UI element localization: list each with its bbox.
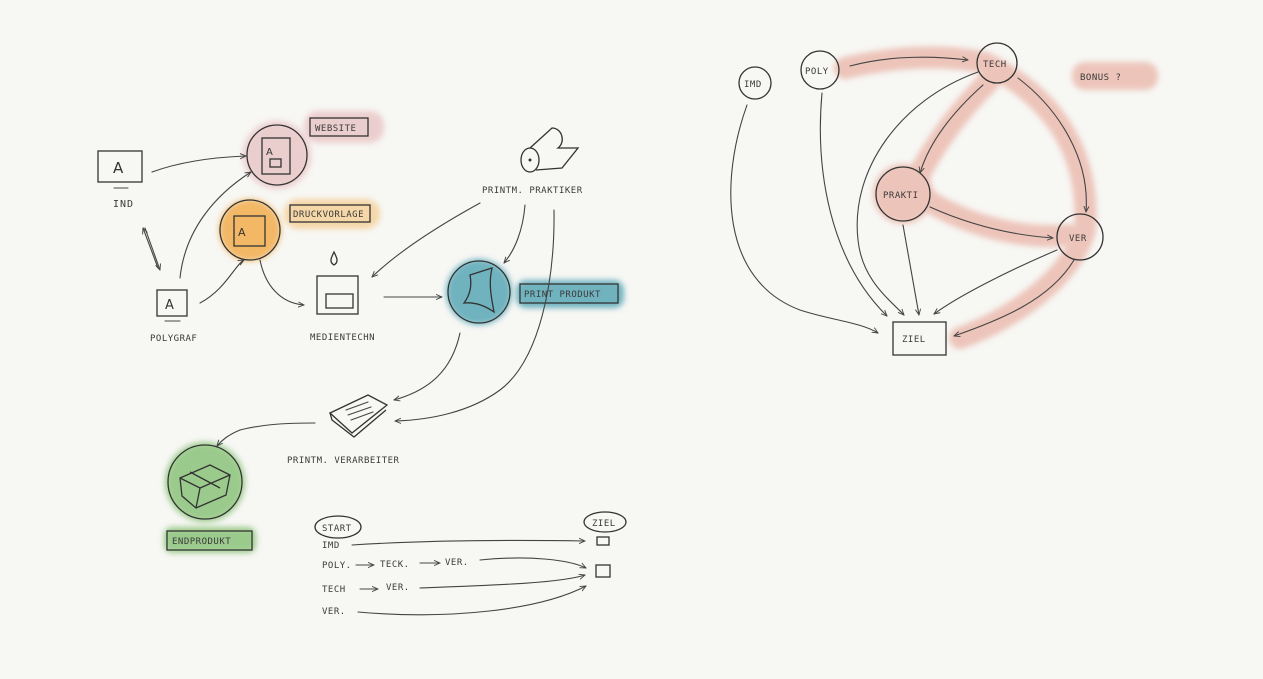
node-label: POLY (805, 67, 829, 77)
path-step: TECH (322, 585, 346, 595)
arrow-praktiker-printprodukt (504, 204, 526, 263)
path-row-4: VER. (322, 585, 586, 617)
node-label: IMD (744, 80, 762, 90)
arrow-prakti-ver (929, 206, 1053, 238)
path-list: START ZIEL IMD POLY. TECK. VER. TECH VER… (314, 511, 627, 617)
arrow-ver-ziel (934, 249, 1058, 314)
druckvorlage-label: DRUCKVORLAGE (293, 210, 364, 220)
ind-label: IND (113, 199, 134, 210)
path-step: TECK. (380, 560, 410, 570)
printprodukt-label: PRINT PRODUKT (524, 290, 601, 300)
node-ziel: ZIEL (892, 321, 947, 356)
druckvorlage-node: A DRUCKVORLAGE (219, 199, 371, 261)
node-poly: POLY (800, 50, 840, 90)
path-step: VER. (386, 583, 410, 593)
polygraf-label: POLYGRAF (150, 334, 197, 344)
ind-node: A IND (97, 150, 143, 210)
paper-roll-icon (520, 127, 580, 173)
path-step: VER. (322, 607, 346, 617)
medientechn-node: MEDIENTECHN (310, 250, 375, 343)
polygraf-node: A POLYGRAF (150, 289, 197, 344)
start-label: START (322, 524, 352, 534)
node-imd: IMD (738, 66, 772, 100)
medientechn-label: MEDIENTECHN (310, 333, 375, 343)
endprodukt-label: ENDPRODUKT (172, 537, 231, 547)
arrow-tech-ver (1017, 77, 1086, 212)
arrow-praktiker-medientechn (372, 202, 481, 277)
monitor-glyph: A (165, 298, 174, 313)
package-icon (179, 464, 231, 509)
printprodukt-node: PRINT PRODUKT (447, 260, 619, 324)
arrow-poly-ziel (819, 92, 887, 316)
node-prakti: PRAKTI (875, 166, 931, 222)
arrow-polygraf-ind (143, 228, 159, 269)
node-label: VER (1069, 234, 1087, 244)
monitor-icon (97, 150, 143, 183)
monitor-icon (156, 289, 188, 317)
ziel-box (596, 536, 610, 546)
website-label-glow (304, 111, 384, 143)
node-label: TECH (983, 60, 1007, 70)
path-step: VER. (445, 558, 469, 568)
praktiker-label: PRINTM. PRAKTIKER (482, 186, 583, 196)
book-icon (328, 394, 389, 438)
website-glow (243, 121, 311, 189)
path-step: POLY. (322, 561, 352, 571)
path-step: IMD (322, 541, 340, 551)
webpage-icon (261, 137, 291, 175)
arrow-imd-ziel (730, 104, 878, 333)
praktiker-node: PRINTM. PRAKTIKER (482, 127, 583, 196)
printprodukt-glow (446, 259, 512, 325)
endprodukt-label-glow (164, 527, 256, 553)
node-label: PRAKTI (883, 191, 919, 201)
endprodukt-glow (165, 442, 245, 522)
webpage-glyph: A (266, 147, 273, 158)
path-row-3: TECH VER. (322, 575, 585, 595)
arrow-verarbeiter-endprodukt (217, 422, 316, 446)
arrow-ind-polygraf (144, 227, 160, 270)
verarbeiter-node: PRINTM. VERARBEITER (287, 394, 400, 466)
document-icon (233, 215, 266, 247)
arrow-polygraf-druckvorlage (199, 260, 244, 304)
arrow-polygraf-website (179, 172, 251, 279)
verarbeiter-label: PRINTM. VERARBEITER (287, 456, 400, 466)
node-tech: TECH (976, 42, 1018, 84)
monitor-glyph: A (113, 159, 124, 177)
ink-drop-icon (330, 250, 338, 266)
path-row-2: POLY. TECK. VER. (322, 557, 586, 571)
arrow-druckvorlage-medientechn (259, 259, 304, 305)
ziel-box (595, 564, 611, 578)
endprodukt-node: ENDPRODUKT (166, 444, 253, 551)
path-row-1: IMD (322, 540, 585, 551)
arrow-praktiker-verarbeiter (395, 209, 555, 421)
arrow-tech-prakti (920, 84, 984, 173)
arrow-ind-website (151, 156, 246, 173)
bonus-label: BONUS ? (1080, 73, 1121, 83)
arrow-prakti-ziel (902, 224, 919, 315)
arrow-ver-ziel-highlighted (954, 259, 1075, 336)
node-label: ZIEL (902, 335, 926, 345)
website-node: A WEBSITE (246, 117, 369, 186)
druckvorlage-glow (219, 199, 281, 261)
paper-sheet-icon (462, 267, 495, 314)
ziel-label: ZIEL (592, 519, 616, 529)
node-ver: VER (1056, 213, 1104, 261)
website-label: WEBSITE (315, 124, 356, 134)
printprodukt-label-glow (516, 280, 624, 308)
printer-icon (316, 275, 359, 315)
arrow-printprodukt-verarbeiter (394, 332, 461, 400)
arrow-poly-tech (849, 57, 968, 67)
arrow-tech-ziel (856, 71, 979, 315)
document-glyph: A (238, 226, 246, 239)
